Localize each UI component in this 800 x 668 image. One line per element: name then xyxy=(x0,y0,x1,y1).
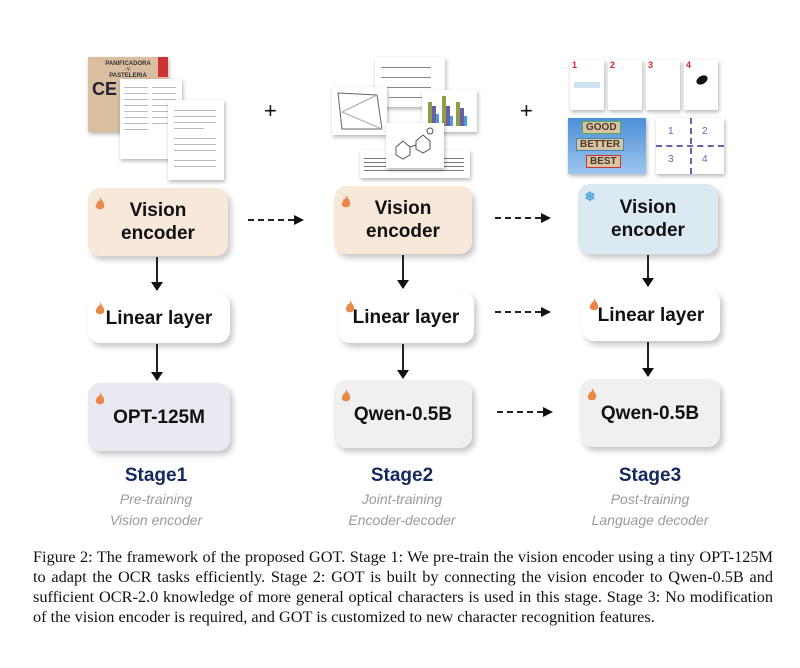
box-label: encoder xyxy=(366,221,440,242)
flame-icon xyxy=(586,385,598,401)
flame-icon xyxy=(94,389,106,405)
flame-icon xyxy=(344,297,356,313)
stage1-subtitle-2: Vision encoder xyxy=(109,512,203,528)
box-label: Linear layer xyxy=(105,307,213,329)
poster-sub-text: -Y- xyxy=(124,67,132,73)
box-label: encoder xyxy=(121,223,195,244)
snowflake-icon: ❄ xyxy=(584,189,596,204)
stage2-subtitle-1: Joint-training xyxy=(361,491,443,507)
arrow-down xyxy=(397,255,409,289)
geometry-image xyxy=(332,87,387,135)
figure-caption: Figure 2: The framework of the proposed … xyxy=(33,547,773,626)
flame-icon xyxy=(94,194,106,210)
page-number-label: 2 xyxy=(610,60,616,70)
dashed-arrow-stage2-to-stage3-linear xyxy=(495,305,551,319)
flame-icon xyxy=(340,386,352,402)
stage2-subtitle-2: Encoder-decoder xyxy=(348,512,456,528)
poster-header-text: PANIFICADORA xyxy=(105,61,151,67)
sign-word: GOOD xyxy=(582,121,621,134)
stage3-decoder-box: Qwen-0.5B xyxy=(580,379,720,447)
bar-chart-figure xyxy=(428,96,467,126)
box-label: Vision xyxy=(374,198,432,219)
dashed-arrow-stage2-to-stage3-decoder xyxy=(497,405,553,419)
stage1-input-images: PANIFICADORA -Y- PASTELERIA CE xyxy=(88,55,248,180)
box-label: Vision xyxy=(129,200,187,221)
stage1-title: Stage1 xyxy=(124,465,188,486)
stage2-input-images xyxy=(330,55,480,180)
arrow-down xyxy=(151,344,163,381)
quadrant-number: 1 xyxy=(668,126,674,137)
box-label: Qwen-0.5B xyxy=(353,403,453,425)
box-label: encoder xyxy=(611,220,685,241)
flame-icon xyxy=(94,299,106,315)
quadrant-number: 2 xyxy=(702,126,708,137)
sign-word: BEST xyxy=(586,155,621,168)
stage1-decoder-box: OPT-125M xyxy=(88,383,230,451)
paper-page-image-2 xyxy=(168,100,224,180)
arrow-down xyxy=(151,257,163,291)
molecule-image xyxy=(386,123,444,168)
box-label: OPT-125M xyxy=(113,406,205,428)
stage3-linear-layer-box: Linear layer xyxy=(582,289,720,341)
quadrant-number: 4 xyxy=(702,154,708,165)
plus-sign-2: + xyxy=(520,98,533,123)
dashed-arrow-stage1-to-stage2 xyxy=(248,213,304,227)
multipage-page-3: 3 xyxy=(646,60,680,110)
stage2-title: Stage2 xyxy=(370,465,434,486)
stage1-subtitle-1: Pre-training xyxy=(119,491,193,507)
poster-sub-text-2: PASTELERIA xyxy=(109,73,147,79)
stage3-input-images: 1 2 3 4 GOOD BETTER BEST 1 2 3 4 xyxy=(568,58,728,178)
stage2-linear-layer-box: Linear layer xyxy=(338,291,474,343)
quadrant-document-image: 1 2 3 4 xyxy=(656,118,724,174)
page-number-label: 1 xyxy=(572,60,578,70)
dashed-arrow-stage2-to-stage3-encoder xyxy=(495,211,551,225)
quadrant-number: 3 xyxy=(668,154,674,165)
flame-icon xyxy=(340,192,352,208)
molecule-figure xyxy=(395,127,434,160)
arrow-down xyxy=(642,342,654,377)
arrow-down xyxy=(642,255,654,287)
multipage-page-1: 1 xyxy=(570,60,604,110)
plus-sign-1: + xyxy=(264,98,277,123)
sign-word: BETTER xyxy=(576,138,624,151)
stage2-decoder-box: Qwen-0.5B xyxy=(334,380,472,448)
box-label: Vision xyxy=(619,197,677,218)
flame-icon xyxy=(588,295,600,311)
arrow-down xyxy=(397,344,409,379)
scene-text-sign-image: GOOD BETTER BEST xyxy=(568,118,646,174)
box-label: Linear layer xyxy=(352,306,460,328)
multipage-page-2: 2 xyxy=(608,60,642,110)
stage3-subtitle-1: Post-training xyxy=(610,491,690,507)
multipage-page-4: 4 xyxy=(684,60,718,110)
poster-big-text: CE xyxy=(92,79,118,99)
box-label: Qwen-0.5B xyxy=(600,402,700,424)
box-label: Linear layer xyxy=(597,304,705,326)
page-number-label: 3 xyxy=(648,60,654,70)
stage3-title: Stage3 xyxy=(618,465,682,486)
stage3-subtitle-2: Language decoder xyxy=(591,512,709,528)
geometry-figure xyxy=(337,92,383,130)
stage1-linear-layer-box: Linear layer xyxy=(88,293,230,343)
page-number-label: 4 xyxy=(686,60,692,70)
